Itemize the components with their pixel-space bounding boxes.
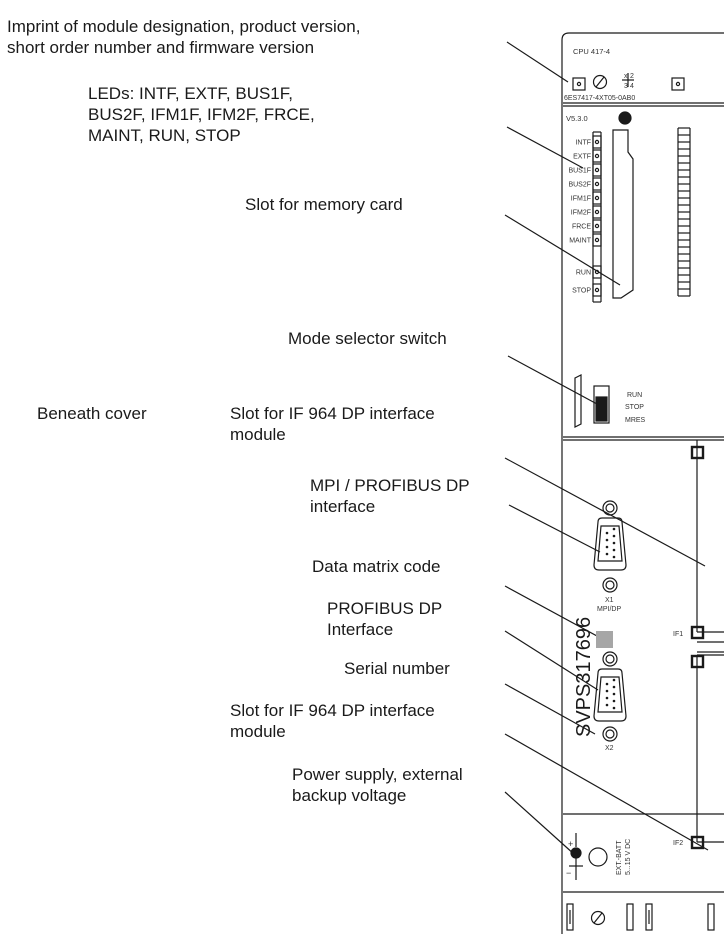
led-stop-icon (594, 287, 600, 293)
x2-sub-d-connector (593, 668, 627, 722)
x1-screw-bottom (602, 577, 618, 593)
callout-serial-number: Serial number (344, 659, 450, 678)
led-label-bus1f: BUS1F (568, 168, 591, 175)
ext-batt-label: EXT.-BATT (616, 840, 623, 875)
led-label-intf: INTF (575, 140, 591, 147)
serial-number: SVPS317696 (573, 617, 595, 737)
led-extf-icon (594, 153, 600, 159)
data-matrix-code (596, 631, 613, 648)
led-run-icon (594, 269, 600, 275)
header-square-left (572, 77, 586, 91)
order-number-label: 6ES7417-4XT05-0AB0 (564, 95, 635, 102)
if1-screw-bottom (690, 625, 705, 640)
bottom-clip-1 (566, 903, 574, 931)
mode-label-run: RUN (627, 392, 642, 399)
battery-plus-sign: + (568, 839, 573, 849)
led-label-maint: MAINT (569, 238, 592, 245)
callout-mode-switch: Mode selector switch (288, 329, 447, 348)
led-cell-frce (592, 219, 602, 233)
leader-data-matrix (504, 585, 609, 643)
cpu-name-label: CPU 417-4 (573, 47, 610, 56)
bottom-clip-3 (645, 903, 653, 931)
callout-imprint: Imprint of module designation, product v… (7, 17, 361, 57)
led-label-run: RUN (576, 270, 591, 277)
status-dot-icon (618, 111, 632, 125)
x1-label: X1 (605, 597, 614, 604)
version-mark-2: 2 (630, 73, 634, 80)
led-label-ifm2f: IFM2F (571, 210, 591, 217)
leader-imprint (506, 41, 569, 83)
led-label-ifm1f: IFM1F (571, 196, 591, 203)
x1-sublabel: MPI/DP (597, 606, 621, 613)
led-ifm2f-icon (594, 209, 600, 215)
led-bus1f-icon (594, 167, 600, 173)
led-cell-bus2f (592, 177, 602, 191)
bottom-clip-4 (707, 903, 715, 931)
battery-terminal (570, 847, 582, 859)
led-label-extf: EXTF (573, 154, 591, 161)
if1-screw-top (690, 445, 705, 460)
firmware-label: V5.3.0 (566, 114, 588, 123)
header-square-right (671, 77, 685, 91)
callout-leds: LEDs: INTF, EXTF, BUS1F,BUS2F, IFM1F, IF… (88, 84, 315, 145)
led-ifm1f-icon (594, 195, 600, 201)
led-cell-ifm1f (592, 191, 602, 205)
mode-label-stop: STOP (625, 404, 644, 411)
led-cell-run (592, 265, 602, 279)
battery-socket-icon (588, 847, 608, 867)
if2-label: IF2 (673, 840, 683, 847)
leader-power-supply (504, 791, 576, 856)
x1-sub-d-connector (593, 517, 627, 571)
led-label-bus2f: BUS2F (568, 182, 591, 189)
led-intf-icon (594, 139, 600, 145)
version-mark-x: x (624, 73, 628, 80)
led-cell-extf (592, 149, 602, 163)
led-cell-maint (592, 233, 602, 247)
leader-leds (506, 126, 584, 169)
batt-voltage-label: 5...15 V DC (625, 839, 632, 875)
memory-card-slot (612, 129, 634, 299)
led-cell-bus1f (592, 163, 602, 177)
callout-data-matrix: Data matrix code (312, 557, 441, 576)
leader-profibus-dp (504, 630, 599, 691)
x1-screw-top (602, 500, 618, 516)
if2-screw-bottom (690, 835, 705, 850)
mode-label-mres: MRES (625, 417, 646, 424)
battery-minus-sign: − (566, 868, 571, 878)
x2-label: X2 (605, 745, 614, 752)
version-mark-4: 4 (630, 83, 634, 90)
callout-memory-slot: Slot for memory card (245, 195, 403, 214)
led-frce-icon (594, 223, 600, 229)
leader-mpi-dp (508, 504, 601, 553)
leader-if964-bottom (504, 733, 709, 851)
led-cell-ifm2f (592, 205, 602, 219)
led-label-frce: FRCE (572, 224, 591, 231)
version-mark-3: 3 (624, 83, 628, 90)
bottom-clip-2 (626, 903, 634, 931)
if1-label: IF1 (673, 631, 683, 638)
x2-screw-top (602, 651, 618, 667)
header-screw (592, 74, 608, 90)
led-cell-stop (592, 283, 602, 297)
callout-beneath-cover: Beneath cover (37, 404, 147, 423)
led-bus2f-icon (594, 181, 600, 187)
bottom-screw-icon (590, 910, 606, 926)
x2-screw-bottom (602, 726, 618, 742)
led-maint-icon (594, 237, 600, 243)
leader-serial-number (504, 683, 596, 735)
led-cell-intf (592, 135, 602, 149)
led-label-stop: STOP (572, 288, 591, 295)
leader-if964-top (504, 457, 706, 567)
module-housing (561, 32, 724, 934)
mode-selector-switch (593, 385, 610, 424)
leader-mode-switch (507, 355, 598, 405)
if2-screw-top (690, 654, 705, 669)
mode-key-slot (574, 374, 582, 428)
